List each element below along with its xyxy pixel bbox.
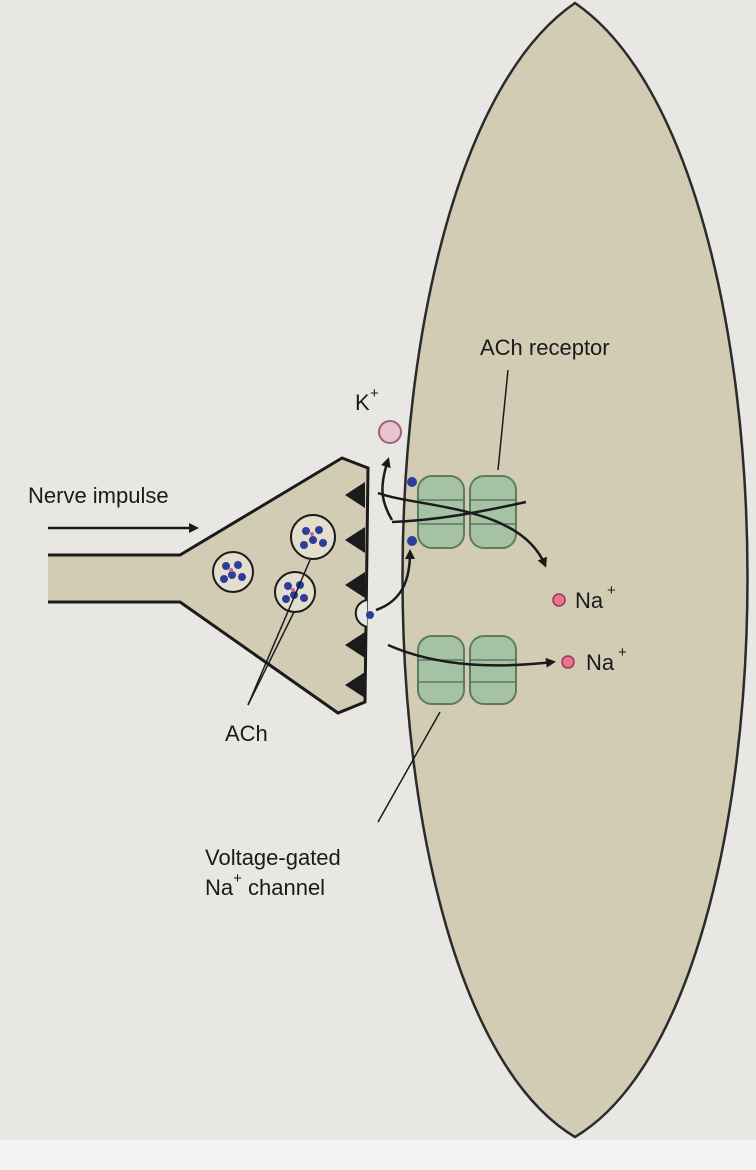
active-zones [345,482,365,698]
ach-release-arrow [381,457,394,521]
leader-lines [247,369,509,823]
k-superscript: + [370,385,379,402]
vesicle [212,551,254,593]
na-ion [561,655,575,669]
na-superscript: + [607,582,616,599]
ion-flux-arrow [377,491,547,568]
na-flux-arrow [387,643,556,668]
released-ach [366,611,374,619]
ach-receptor-label: ACh receptor [480,335,610,360]
vesicle [274,571,316,613]
vesicle [290,514,336,560]
na-label: Na [586,650,615,675]
vg-na-superscript: + [233,870,242,887]
release-pocket [354,599,368,628]
voltage-gated-na-channel [417,635,517,705]
nerve-terminal [48,456,370,715]
ach-release-arrow [375,549,415,612]
na-superscript: + [618,644,627,661]
nerve-impulse-label: Nerve impulse [28,483,169,508]
ion-flux-arrow [391,500,527,524]
k-label: K [355,390,370,415]
ach-receptor-channel [407,475,517,549]
ach-label: ACh [225,721,268,746]
voltage-gated-label-line1: Voltage-gated [205,845,341,870]
na-label: Na [575,588,604,613]
postsynaptic-cell [401,1,749,1139]
bottom-strip [0,1140,756,1170]
vg-channel-text: channel [242,875,325,900]
vg-na-text: Na [205,875,234,900]
na-ion [552,593,566,607]
k-ion [378,420,402,444]
voltage-gated-label-line2: Na+ channel [205,870,325,900]
